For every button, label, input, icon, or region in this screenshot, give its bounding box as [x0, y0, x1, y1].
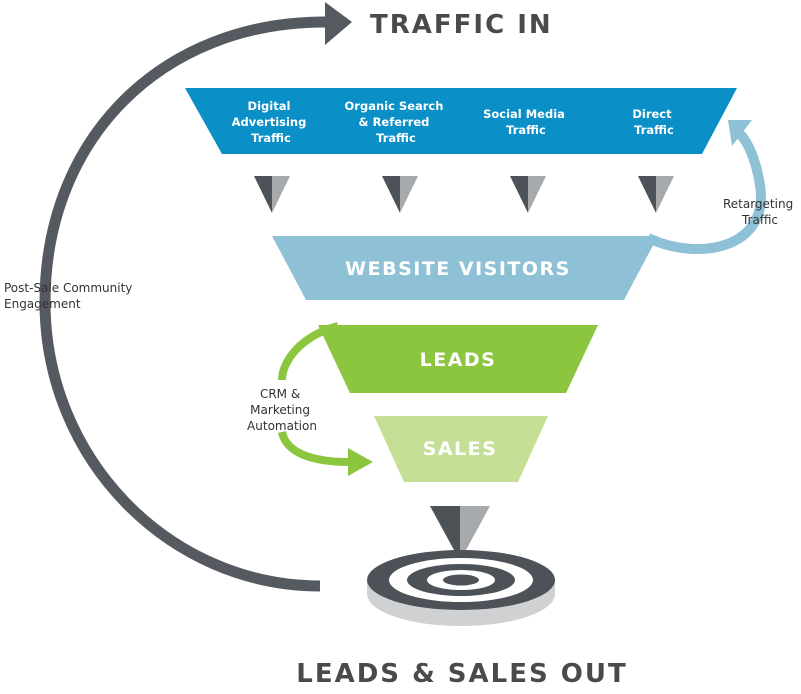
funnel-arrow-icon: [510, 176, 546, 213]
crm-label-line2: Marketing: [250, 403, 310, 417]
funnel-arrow-icon: [430, 506, 490, 561]
title-traffic-in: TRAFFIC IN: [370, 10, 553, 40]
source-direct-line1: Direct: [632, 107, 672, 121]
source-social-media: Social Media Traffic: [483, 107, 569, 137]
funnel-arrow-icon: [382, 176, 418, 213]
sales-band: [374, 416, 548, 482]
post-sale-label: Post-Sale Community Engagement: [4, 281, 136, 311]
source-organic-line3: Traffic: [376, 131, 416, 145]
source-digital-advertising: Digital Advertising Traffic: [232, 99, 311, 145]
leads-band: [318, 325, 598, 393]
svg-text:Direct Traffic: Direct Traffic: [632, 107, 675, 137]
source-organic-search: Organic Search & Referred Traffic: [345, 99, 448, 145]
source-social-line1: Social Media: [483, 107, 565, 121]
traffic-sources-band: [185, 88, 737, 154]
title-leads-sales-out: LEADS & SALES OUT: [296, 659, 627, 689]
source-organic-line1: Organic Search: [345, 99, 444, 113]
website-visitors-band: [272, 236, 658, 300]
post-sale-loop-arrow-icon: [39, 2, 352, 592]
retargeting-arrow-icon: [645, 120, 766, 255]
crm-label-line3: Automation: [247, 419, 317, 433]
retargeting-label: Retargeting Traffic: [723, 197, 797, 227]
source-digital-line3: Traffic: [251, 131, 291, 145]
source-organic-line2: & Referred: [359, 115, 430, 129]
crm-label-line1: CRM &: [260, 387, 300, 401]
post-sale-label-line1: Post-Sale Community: [4, 281, 132, 295]
crm-label: CRM & Marketing Automation: [247, 387, 317, 433]
source-direct: Direct Traffic: [632, 107, 675, 137]
retargeting-label-line1: Retargeting: [723, 197, 793, 211]
svg-text:Organic Search & Referre: Organic Search & Referred Traffic: [345, 99, 448, 145]
svg-text:Digital Advertising: Digital Advertising Traffic: [232, 99, 311, 145]
funnel-arrow-icon: [254, 176, 290, 213]
source-direct-line2: Traffic: [634, 123, 674, 137]
post-sale-label-line2: Engagement: [4, 297, 81, 311]
website-visitors-label: WEBSITE VISITORS: [345, 258, 571, 280]
funnel-arrow-icon: [638, 176, 674, 213]
retargeting-label-line2: Traffic: [741, 213, 778, 227]
leads-label: LEADS: [420, 349, 497, 371]
source-digital-line1: Digital: [248, 99, 291, 113]
source-digital-line2: Advertising: [232, 115, 307, 129]
svg-text:Social Media Traffic: Social Media Traffic: [483, 107, 569, 137]
source-social-line2: Traffic: [506, 123, 546, 137]
target-icon: [367, 550, 555, 626]
sales-label: SALES: [423, 438, 498, 460]
